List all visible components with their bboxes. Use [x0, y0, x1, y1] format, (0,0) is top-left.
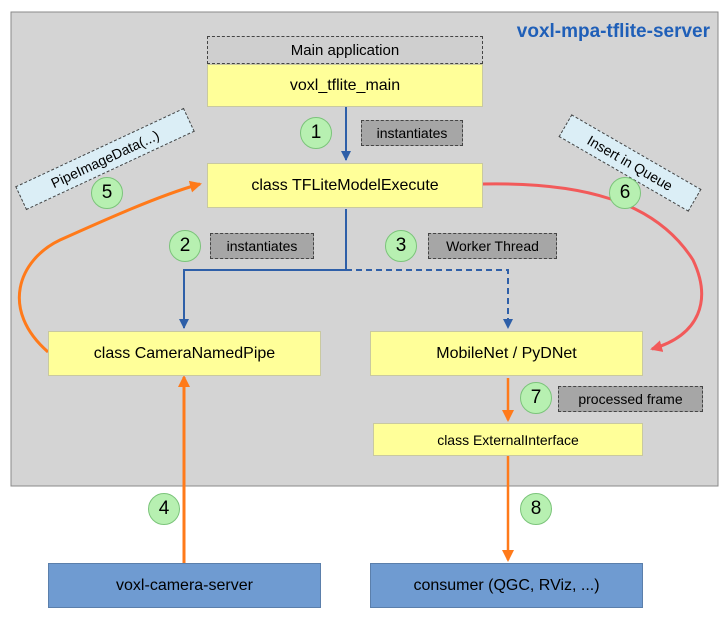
arrow-pipe-image-data — [18, 180, 202, 354]
arrow-insert-queue — [481, 182, 703, 352]
node-external-interface[interactable]: class ExternalInterface — [373, 423, 643, 456]
step-1-badge: 1 — [300, 117, 332, 149]
label-instantiates-1: instantiates — [361, 120, 463, 146]
main-application-header: Main application — [207, 36, 483, 64]
step-3-badge: 3 — [385, 230, 417, 262]
node-voxl-camera-server[interactable]: voxl-camera-server — [48, 563, 321, 608]
step-4-badge: 4 — [148, 493, 180, 525]
label-worker-thread: Worker Thread — [428, 233, 557, 259]
step-7-badge: 7 — [520, 382, 552, 414]
label-processed-frame: processed frame — [558, 386, 703, 412]
step-6-badge: 6 — [609, 177, 641, 209]
arrow-instantiates-2 — [179, 209, 347, 329]
node-mobilenet-pydnet[interactable]: MobileNet / PyDNet — [370, 331, 643, 376]
label-instantiates-2: instantiates — [210, 233, 314, 259]
node-tflite-model-execute[interactable]: class TFLiteModelExecute — [207, 163, 483, 208]
step-8-badge: 8 — [520, 493, 552, 525]
step-2-badge: 2 — [169, 230, 201, 262]
node-voxl-tflite-main[interactable]: voxl_tflite_main — [207, 64, 483, 107]
node-camera-named-pipe[interactable]: class CameraNamedPipe — [48, 331, 321, 376]
node-consumer[interactable]: consumer (QGC, RViz, ...) — [370, 563, 643, 608]
step-5-badge: 5 — [91, 177, 123, 209]
server-title: voxl-mpa-tflite-server — [516, 21, 710, 42]
arrow-worker-thread — [346, 269, 513, 329]
